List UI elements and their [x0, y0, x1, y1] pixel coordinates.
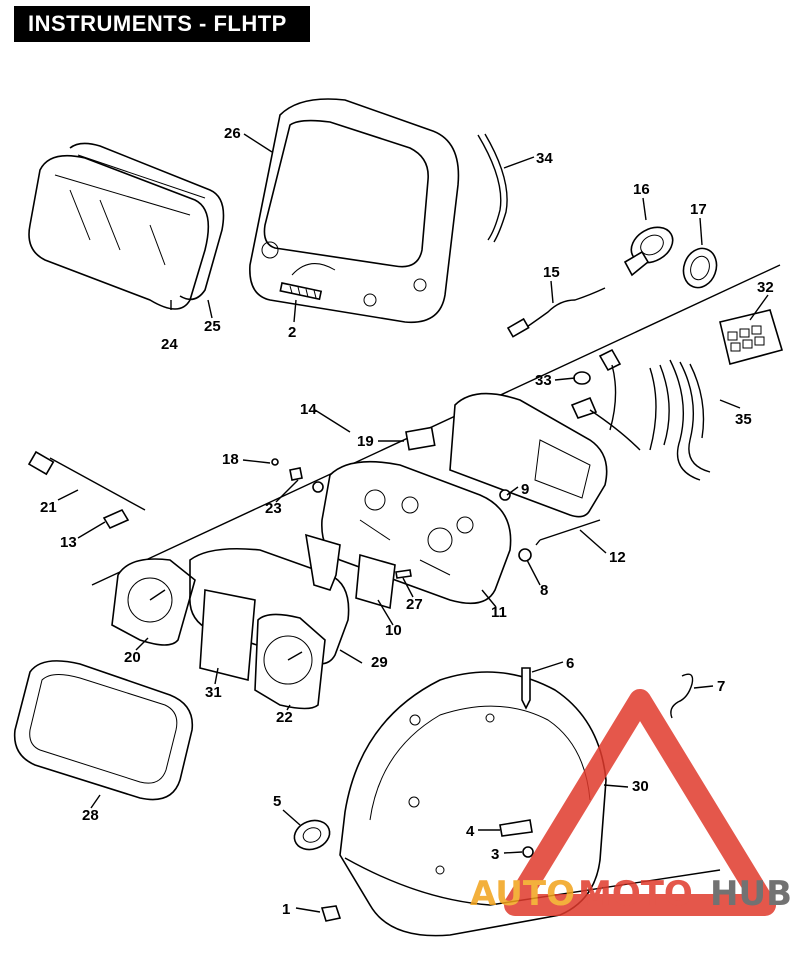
part-8-nut: [518, 548, 532, 562]
callout-9: 9: [521, 481, 529, 498]
part-19-plug: [405, 426, 436, 451]
callout-30: 30: [632, 778, 649, 795]
part-5-grommet-inner: [302, 827, 322, 843]
callout-labels: 1 2 3 4 5 6 7 8 9 10 11 12 13 14 15 16 1…: [40, 125, 774, 918]
watermark-triangle: [504, 689, 776, 916]
part-1-nut: [320, 905, 342, 922]
part-16-socket: [623, 226, 674, 277]
part-28-bezel: [13, 660, 194, 801]
callout-32: 32: [757, 279, 774, 296]
callout-29: 29: [371, 654, 388, 671]
part-31-module: [199, 589, 256, 682]
part-34-trim: [477, 133, 508, 243]
callout-5: 5: [273, 793, 281, 810]
part-5-grommet: [293, 819, 331, 851]
part-21-end: [27, 450, 55, 476]
part-13-clip: [102, 508, 130, 530]
part-27-screw: [395, 569, 412, 579]
callout-8: 8: [540, 582, 548, 599]
callout-33: 33: [535, 372, 552, 389]
callout-4: 4: [466, 823, 475, 840]
callout-22: 22: [276, 709, 293, 726]
part-20-gauge: [111, 558, 196, 646]
part-26-housing-top: [249, 98, 460, 324]
part-18-pin: [271, 458, 279, 466]
part-29-frame: [189, 547, 350, 665]
part-9-nut: [499, 489, 511, 501]
callout-19: 19: [357, 433, 374, 450]
part-24-lens: [28, 154, 210, 310]
part-switch-plate: [305, 533, 341, 591]
leader-lines: [57, 133, 769, 913]
callout-26: 26: [224, 125, 241, 142]
callout-34: 34: [536, 150, 553, 167]
lamp-sockets: [570, 348, 641, 451]
part-7-spring: [670, 673, 694, 719]
part-2-screw: [279, 282, 323, 301]
callout-1: 1: [282, 901, 290, 918]
part-23-grommet: [312, 481, 324, 493]
callout-2: 2: [288, 324, 296, 341]
callout-21: 21: [40, 499, 57, 516]
diagram-title: INSTRUMENTS - FLHTP: [14, 6, 310, 42]
watermark-auto: AUTO: [470, 874, 575, 914]
part-32-connector: [719, 309, 784, 365]
watermark-hub: HUB: [710, 874, 792, 914]
part-17-washer: [682, 247, 718, 289]
part-14-line: [91, 264, 781, 586]
callout-14: 14: [300, 401, 317, 418]
callout-15: 15: [543, 264, 560, 281]
callout-7: 7: [717, 678, 725, 695]
callout-10: 10: [385, 622, 402, 639]
callout-27: 27: [406, 596, 423, 613]
part-6-screw: [521, 667, 531, 710]
part-35-harness: [649, 359, 711, 481]
part-15-wire: [514, 287, 606, 336]
part-22-speedometer: [254, 613, 326, 710]
callout-18: 18: [222, 451, 239, 468]
callout-6: 6: [566, 655, 574, 672]
callout-28: 28: [82, 807, 99, 824]
callout-31: 31: [205, 684, 222, 701]
callout-12: 12: [609, 549, 626, 566]
callout-24: 24: [161, 336, 178, 353]
part-23-pin: [289, 467, 303, 481]
watermark: AUTO MOTO HUB: [470, 689, 792, 916]
part-12-bracket: [449, 392, 608, 546]
callout-35: 35: [735, 411, 752, 428]
callout-3: 3: [491, 846, 499, 863]
part-33-bulb: [573, 371, 591, 385]
callout-16: 16: [633, 181, 650, 198]
part-25-gasket: [69, 142, 225, 301]
callout-13: 13: [60, 534, 77, 551]
callout-17: 17: [690, 201, 707, 218]
part-15-connector: [506, 317, 530, 338]
part-21-cable: [49, 457, 146, 511]
callout-23: 23: [265, 500, 282, 517]
callout-20: 20: [124, 649, 141, 666]
callout-25: 25: [204, 318, 221, 335]
part-3-nut: [522, 846, 534, 858]
part-10-switch: [355, 553, 396, 610]
callout-11: 11: [491, 604, 507, 621]
part-4-clip: [499, 819, 533, 837]
watermark-moto: MOTO: [578, 874, 693, 914]
